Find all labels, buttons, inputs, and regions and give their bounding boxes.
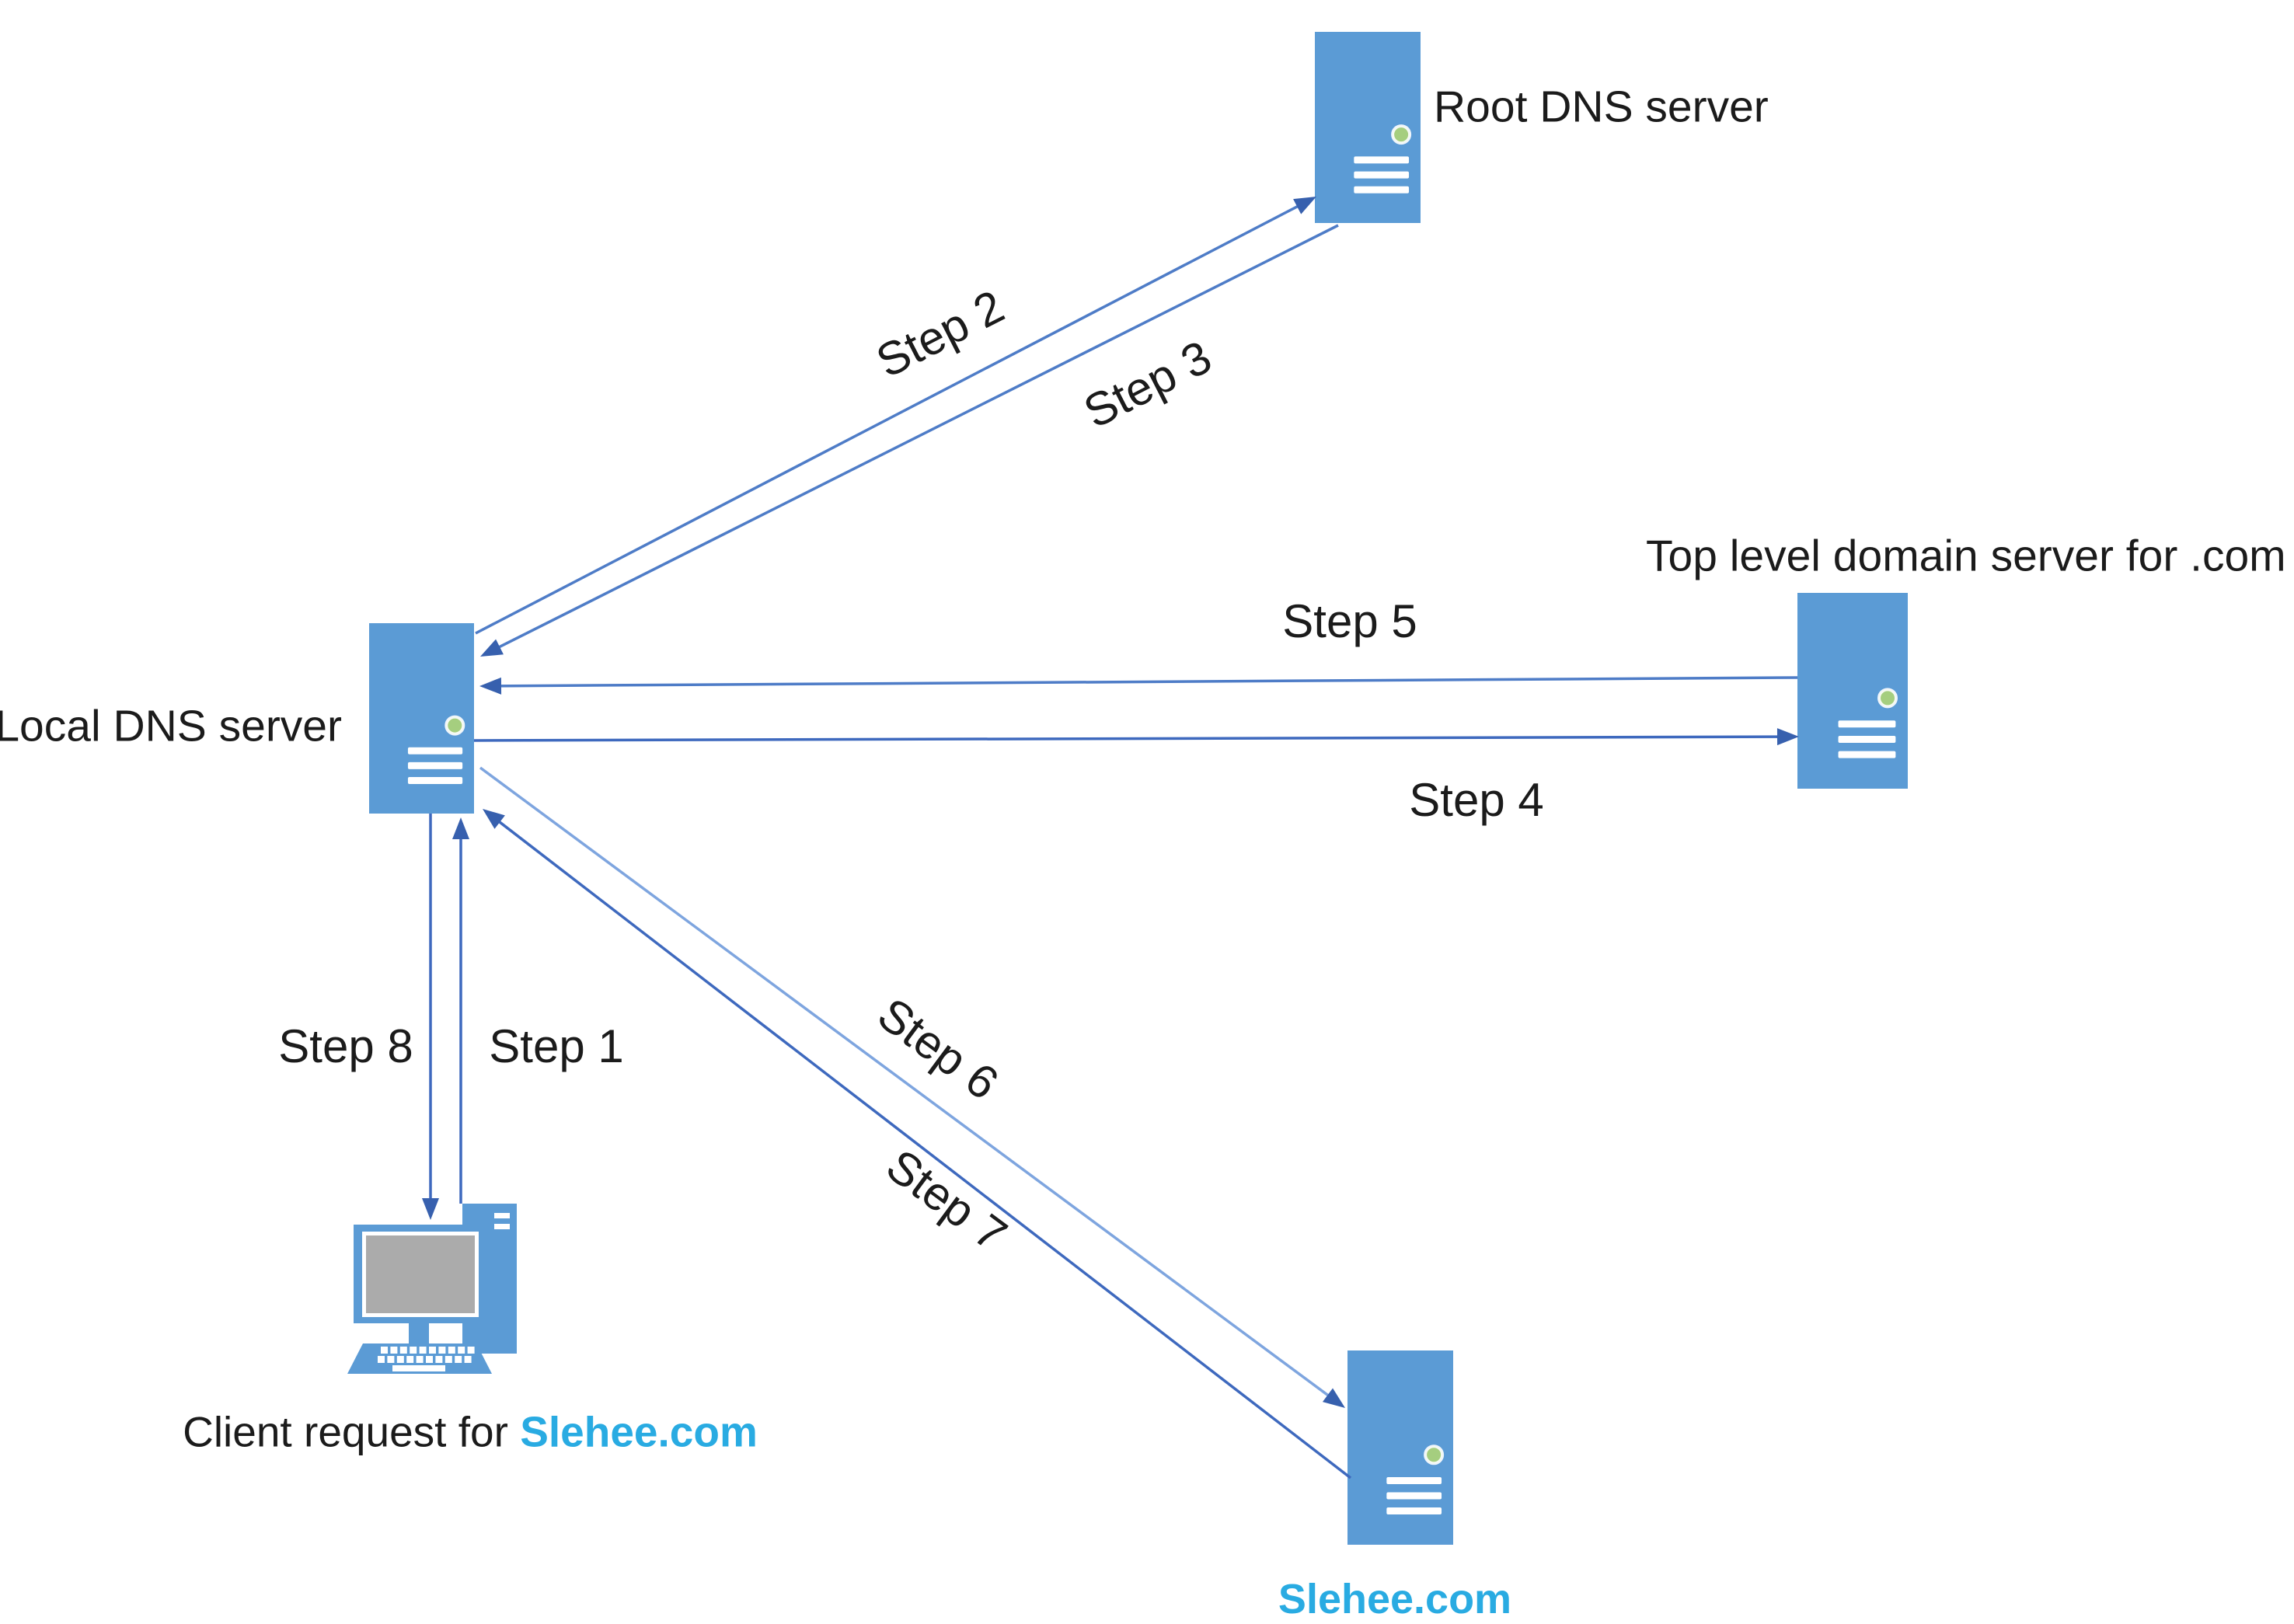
caption-client-computer: Client request for Slehee.com — [183, 1407, 758, 1456]
edge-step-4 — [473, 728, 1799, 746]
keyboard-key — [426, 1356, 433, 1363]
keyboard-key — [416, 1356, 424, 1363]
arrow-line — [495, 818, 1352, 1479]
keyboard-key — [410, 1347, 417, 1354]
keyboard-key — [448, 1347, 455, 1354]
edge-step-8 — [422, 814, 439, 1220]
vent-slot-icon — [1838, 751, 1896, 758]
status-led-icon — [445, 715, 465, 736]
label-local-dns-server: Local DNS server — [0, 701, 342, 751]
keyboard-key — [399, 1347, 407, 1354]
vent-slot-icon — [407, 761, 463, 769]
arrowhead-icon — [1322, 1388, 1345, 1408]
label-slehee-server: Slehee.com — [1278, 1576, 1512, 1622]
vent-slot-icon — [1354, 156, 1410, 164]
keyboard-spacebar — [392, 1365, 445, 1371]
node-tld-server — [1797, 593, 1908, 789]
vent-slot-icon — [1838, 720, 1896, 728]
keyboard-key — [464, 1356, 472, 1363]
vent-slot-icon — [407, 747, 463, 754]
tower-slot-icon — [494, 1213, 510, 1218]
node-local-dns-server — [369, 623, 474, 814]
caption-part-brand: Slehee.com — [520, 1407, 758, 1456]
keyboard-key — [429, 1347, 436, 1354]
keyboard-key — [458, 1347, 465, 1354]
step-6-label: Step 6 — [868, 988, 1008, 1110]
edge-step-1 — [452, 817, 469, 1204]
label-root-dns-server: Root DNS server — [1434, 82, 1769, 132]
vent-slot-icon — [1354, 186, 1410, 193]
caption-part-plain: Client request for — [183, 1407, 521, 1456]
vent-slot-icon — [1386, 1507, 1442, 1514]
node-client-computer — [347, 1204, 517, 1374]
edge-step-6 — [479, 766, 1345, 1408]
label-tld-server: Top level domain server for .com — [1646, 531, 2286, 581]
arrowhead-icon — [479, 677, 502, 695]
arrow-line — [496, 676, 1798, 688]
keyboard-key — [438, 1347, 446, 1354]
arrowhead-icon — [480, 639, 504, 657]
step-1-label: Step 1 — [489, 1020, 624, 1072]
keyboard-key — [381, 1347, 388, 1354]
screen-icon — [366, 1235, 475, 1313]
keyboard-key — [378, 1356, 385, 1363]
monitor-stand-icon — [409, 1323, 429, 1343]
step-8-label: Step 8 — [278, 1020, 413, 1072]
keyboard-key — [455, 1356, 462, 1363]
arrow-line — [494, 224, 1339, 650]
keyboard-key — [390, 1347, 398, 1354]
vent-slot-icon — [407, 776, 463, 784]
arrowhead-icon — [1776, 728, 1799, 746]
keyboard-key — [387, 1356, 395, 1363]
keyboard-key — [445, 1356, 452, 1363]
vent-slot-icon — [1354, 171, 1410, 179]
tower-slot-icon — [494, 1224, 510, 1229]
arrowhead-icon — [1293, 197, 1316, 214]
edge-step-5 — [479, 676, 1798, 695]
arrow-line — [473, 735, 1783, 742]
step-4-label: Step 4 — [1409, 774, 1544, 826]
keyboard-key — [396, 1356, 404, 1363]
keyboard-key — [419, 1347, 427, 1354]
keyboard-key — [467, 1347, 475, 1354]
edge-step-7 — [483, 809, 1352, 1479]
step-3-label: Step 3 — [1076, 330, 1220, 438]
step-2-label: Step 2 — [868, 280, 1013, 388]
status-led-icon — [1877, 688, 1898, 709]
status-led-icon — [1391, 124, 1412, 145]
step-5-label: Step 5 — [1282, 595, 1417, 647]
node-root-dns-server — [1315, 32, 1421, 223]
step-7-label: Step 7 — [877, 1139, 1016, 1262]
arrow-line — [479, 766, 1333, 1399]
vent-slot-icon — [1838, 735, 1896, 743]
vent-slot-icon — [1386, 1492, 1442, 1500]
status-led-icon — [1424, 1445, 1445, 1465]
vent-slot-icon — [1386, 1477, 1442, 1484]
keyboard-key — [406, 1356, 414, 1363]
keyboard-key — [435, 1356, 443, 1363]
node-slehee-server — [1347, 1350, 1453, 1545]
arrowhead-icon — [452, 817, 469, 839]
arrowhead-icon — [422, 1198, 439, 1220]
edge-step-2 — [475, 197, 1316, 635]
arrow-line — [475, 203, 1302, 635]
edge-step-3 — [480, 224, 1339, 657]
arrowhead-icon — [483, 809, 505, 829]
